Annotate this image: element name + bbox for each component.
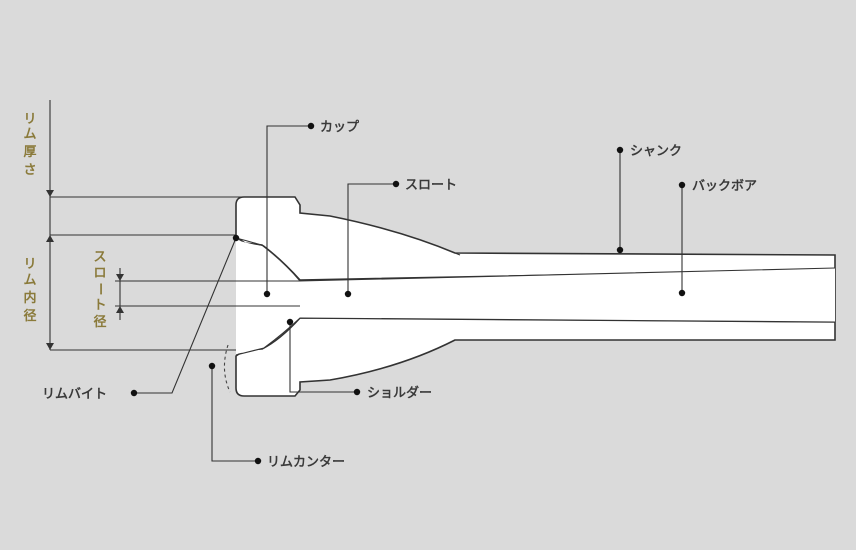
- backbore-dot-end: [678, 181, 686, 189]
- bore-lower-edge: [235, 317, 836, 356]
- label-shoulder: ショルダー: [367, 385, 432, 401]
- arrow-throat-bottom: [116, 306, 124, 313]
- label-backbore: バックボア: [692, 178, 757, 194]
- label-throat: スロート: [405, 178, 457, 193]
- label-rim-inner-diameter: リ ム 内 径: [23, 257, 36, 324]
- throat-diameter-char: ス: [93, 250, 106, 265]
- shoulder-dot-end: [353, 388, 361, 396]
- rim-contour-leader: [211, 366, 258, 462]
- bore-channel: [236, 240, 835, 354]
- shoulder-leader: [289, 322, 357, 393]
- arrow-rim-bite-up: [46, 235, 54, 242]
- rim-contour-dot-end: [254, 457, 262, 465]
- rim-bite-dot-start: [232, 234, 240, 242]
- rim-inner-diameter-char: 径: [23, 308, 36, 324]
- shoulder-dot-start: [286, 318, 294, 326]
- rim-thickness-char: さ: [23, 163, 36, 178]
- label-rim-bite: リムバイト: [42, 387, 107, 402]
- shank-step: [454, 252, 461, 256]
- rim-thickness-char: リ: [23, 112, 36, 127]
- rim-bite-leader: [134, 237, 237, 394]
- label-cup: カップ: [320, 120, 360, 135]
- throat-diameter-char: 径: [93, 314, 106, 330]
- cup-leader: [266, 125, 311, 294]
- rim-thickness-char: 厚: [23, 144, 36, 160]
- rim-thickness-char: ム: [23, 127, 36, 142]
- bore-upper-edge: [235, 237, 836, 282]
- throat-diameter-char: ト: [93, 298, 106, 313]
- rim-contour-dot-start: [208, 362, 216, 370]
- label-shank: シャンク: [630, 144, 682, 159]
- throat-diameter-char: ロ: [93, 266, 106, 281]
- rim-bite-dot-end: [130, 389, 138, 397]
- throat-diameter-char: ー: [92, 282, 107, 295]
- shank-dot-start: [616, 246, 624, 254]
- cup-dot-end: [307, 122, 315, 130]
- shank-dot-end: [616, 146, 624, 154]
- throat-leader: [347, 183, 396, 294]
- backbore-dot-start: [678, 289, 686, 297]
- rim-inner-diameter-char: ム: [23, 273, 36, 288]
- cup-dot-start: [263, 290, 271, 298]
- label-rim-thickness: リ ム 厚 さ: [23, 112, 36, 178]
- rim-inner-diameter-char: リ: [23, 257, 36, 272]
- label-throat-diameter: ス ロ ー ト 径: [92, 250, 107, 330]
- label-rim-contour: リムカンター: [267, 455, 345, 470]
- rim-inner-diameter-char: 内: [23, 290, 36, 306]
- rim-contour-arc: [223, 344, 231, 393]
- throat-dot-end: [392, 180, 400, 188]
- arrow-rim-inner-down: [46, 343, 54, 350]
- arrow-rim-top: [46, 190, 54, 197]
- throat-dot-start: [344, 290, 352, 298]
- arrow-throat-top: [116, 274, 124, 281]
